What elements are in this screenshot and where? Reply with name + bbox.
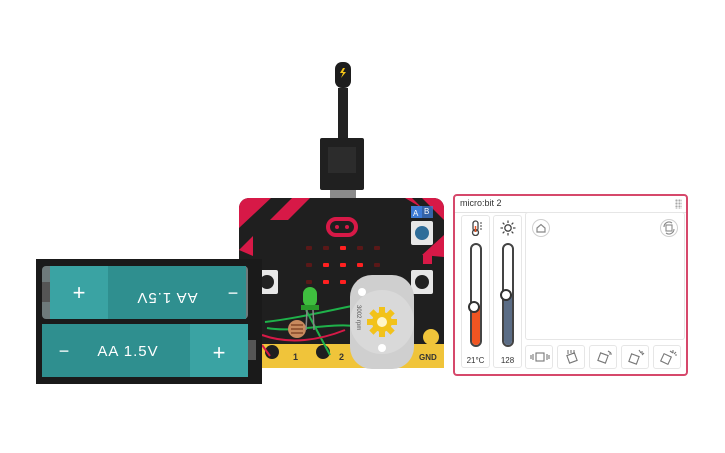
battery-2-plus: + [213, 340, 226, 365]
pin-1-label: 1 [293, 352, 298, 362]
home-icon [536, 223, 546, 233]
temperature-handle[interactable] [468, 301, 480, 314]
drag-handle-icon[interactable] [675, 199, 682, 209]
battery-1-plus: + [73, 280, 86, 305]
light-value: 128 [500, 356, 515, 365]
thermometer-icon [471, 220, 482, 236]
battery-2-label: AA 1.5V [97, 343, 158, 360]
temperature-value: 21°C [466, 356, 485, 365]
gesture-shake-button[interactable] [525, 345, 553, 369]
button-ab[interactable]: A B [411, 206, 433, 264]
battery-1-minus: − [228, 283, 239, 303]
battery-2-minus: − [59, 341, 70, 361]
button-b-label: B [424, 207, 429, 216]
gesture-logo-down-button[interactable] [653, 345, 681, 369]
rotate-icon [663, 221, 675, 235]
temperature-slider[interactable]: 21°C [461, 215, 490, 368]
panel-title: micro:bit 2 [460, 198, 502, 208]
gesture-tilt-right-button[interactable] [589, 345, 617, 369]
rotate-button[interactable] [660, 219, 678, 237]
button-a-label: A [413, 209, 419, 218]
pin-2-label: 2 [339, 352, 344, 362]
light-slider[interactable]: 128 [493, 215, 522, 368]
sun-icon [500, 220, 516, 236]
battery-1-label: AA 1.5V [136, 289, 197, 306]
tilt-right-icon [597, 350, 612, 364]
temperature-track[interactable] [470, 243, 482, 347]
logo-down-icon [659, 350, 677, 365]
gear-icon [367, 307, 397, 337]
tilt-left-icon [566, 350, 578, 364]
motor-rpm-label: 3002 rpm [355, 305, 361, 330]
microbit-simulator-panel: micro:bit 2 21°C 1 [453, 194, 688, 376]
green-led[interactable] [301, 287, 319, 331]
light-fill [504, 295, 512, 345]
pin-gnd-label: GND [419, 353, 437, 362]
gesture-tilt-left-button[interactable] [557, 345, 585, 369]
shake-icon [530, 352, 550, 362]
light-handle[interactable] [500, 289, 512, 301]
accelerometer-area[interactable] [525, 212, 685, 340]
gesture-logo-up-button[interactable] [621, 345, 649, 369]
battery-pack[interactable]: + − AA 1.5V + − AA 1.5V [36, 259, 262, 384]
logo-up-icon [628, 349, 645, 365]
panel-header[interactable]: micro:bit 2 [455, 196, 686, 213]
reset-orientation-button[interactable] [532, 219, 550, 237]
usb-cable[interactable] [320, 62, 364, 198]
photoresistor[interactable] [288, 320, 306, 338]
dc-motor[interactable]: 3002 rpm [350, 275, 414, 369]
temperature-fill [472, 307, 480, 345]
